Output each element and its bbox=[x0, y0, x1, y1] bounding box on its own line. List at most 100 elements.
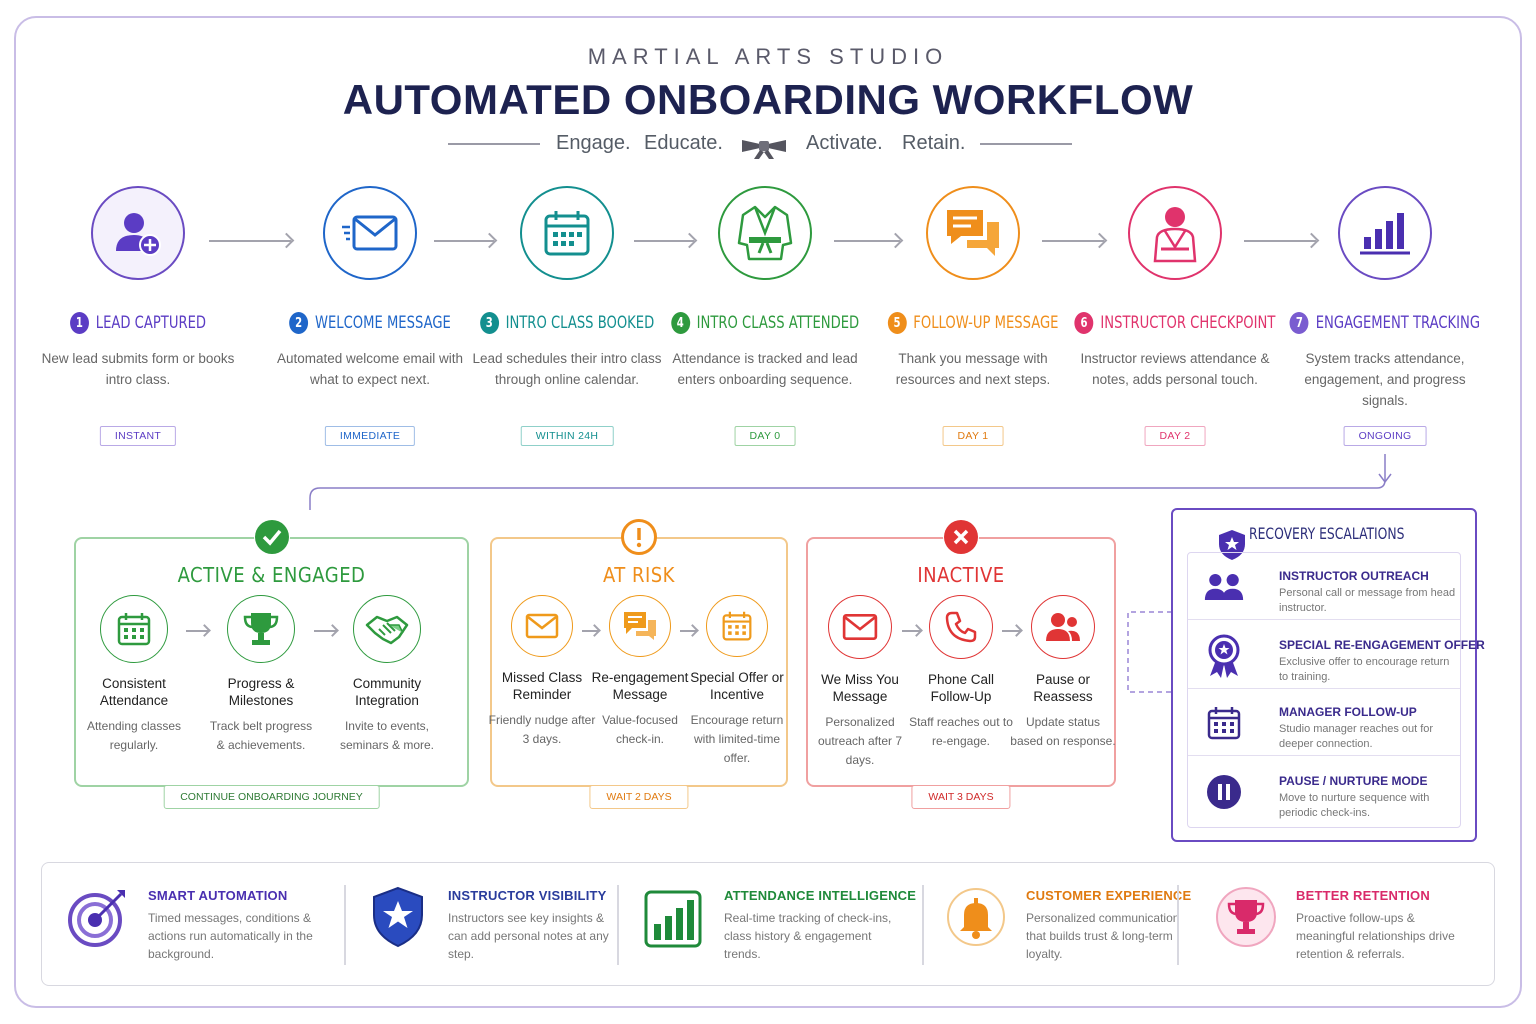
gi-uniform-icon bbox=[718, 186, 812, 280]
benefit-instructor-visibility: INSTRUCTOR VISIBILITY Instructors see ke… bbox=[342, 863, 622, 987]
recovery-item-pause-nurture[interactable]: PAUSE / NURTURE MODE Move to nurture seq… bbox=[1188, 758, 1460, 825]
benefit-title: CUSTOMER EXPERIENCE bbox=[1026, 888, 1192, 903]
envelope-icon bbox=[828, 595, 892, 659]
step-title-text: WELCOME MESSAGE bbox=[314, 313, 451, 333]
flow-arrow bbox=[1002, 630, 1020, 632]
step-title-text: INTRO CLASS ATTENDED bbox=[696, 313, 860, 333]
substep-title: Pause or Reassess bbox=[1033, 672, 1093, 704]
envelope-icon bbox=[323, 186, 417, 280]
calendar-icon bbox=[1204, 703, 1244, 743]
page-title: AUTOMATED ONBOARDING WORKFLOW bbox=[342, 76, 1194, 123]
tagline-rule-left bbox=[448, 143, 540, 145]
divider bbox=[1177, 885, 1179, 965]
benefit-desc: Timed messages, conditions & actions run… bbox=[148, 911, 313, 961]
substep-title: Missed Class Reminder bbox=[501, 670, 583, 702]
benefit-title: BETTER RETENTION bbox=[1296, 888, 1430, 903]
divider bbox=[922, 885, 924, 965]
recovery-item-special-offer[interactable]: SPECIAL RE-ENGAGEMENT OFFER Exclusive of… bbox=[1188, 622, 1485, 689]
substep: Re-engagement Message Value-focused chec… bbox=[585, 595, 695, 749]
warning-icon bbox=[621, 519, 657, 555]
studio-eyebrow: MARTIAL ARTS STUDIO bbox=[587, 44, 949, 69]
envelope-icon bbox=[511, 595, 573, 657]
step-number: 5 bbox=[887, 312, 907, 334]
divider bbox=[344, 885, 346, 965]
benefit-desc: Proactive follow-ups & meaningful relati… bbox=[1296, 911, 1455, 961]
pause-icon bbox=[1204, 772, 1244, 812]
recovery-item-title: SPECIAL RE-ENGAGEMENT OFFER bbox=[1279, 638, 1485, 652]
flow-arrow bbox=[834, 240, 900, 242]
substep-title: Phone Call Follow-Up bbox=[927, 672, 995, 704]
calendar-icon bbox=[520, 186, 614, 280]
flow-arrow bbox=[209, 240, 291, 242]
benefits-strip: SMART AUTOMATION Timed messages, conditi… bbox=[41, 862, 1495, 986]
substep-desc: Encourage return with limited-time offer… bbox=[690, 713, 784, 765]
return-connector bbox=[309, 454, 1392, 510]
status-title: INACTIVE bbox=[917, 563, 1005, 587]
step-number: 2 bbox=[289, 312, 309, 334]
substep-desc: Friendly nudge after 3 days. bbox=[488, 713, 596, 746]
step-number: 3 bbox=[479, 312, 499, 334]
page-frame bbox=[14, 16, 1522, 1008]
recovery-item-title: MANAGER FOLLOW-UP bbox=[1279, 705, 1417, 719]
instructor-icon bbox=[1128, 186, 1222, 280]
recovery-connector bbox=[1127, 611, 1172, 693]
status-at-risk: AT RISK Missed Class Reminder Friendly n… bbox=[487, 519, 788, 809]
tagline-word-2: Educate. bbox=[644, 132, 723, 154]
timing-badge: DAY 2 bbox=[1144, 426, 1206, 446]
flow-arrow bbox=[582, 630, 598, 632]
flow-arrow bbox=[634, 240, 694, 242]
step-title-text: LEAD CAPTURED bbox=[95, 313, 207, 333]
status-active-engaged: ACTIVE & ENGAGED Consistent Attendance A… bbox=[74, 519, 469, 809]
step-title-text: ENGAGEMENT TRACKING bbox=[1315, 313, 1481, 333]
trophy-icon bbox=[1214, 885, 1278, 949]
substep: Special Offer or Incentive Encourage ret… bbox=[682, 595, 792, 768]
phone-icon bbox=[929, 595, 993, 659]
substep-title: Progress & Milestones bbox=[227, 676, 295, 708]
benefit-desc: Personalized communication that builds t… bbox=[1026, 911, 1180, 961]
substep: Missed Class Reminder Friendly nudge aft… bbox=[487, 595, 597, 749]
substep-title: Community Integration bbox=[352, 676, 422, 708]
substep-title: Consistent Attendance bbox=[99, 676, 169, 708]
bar-chart-icon bbox=[642, 885, 706, 949]
target-icon bbox=[66, 885, 130, 949]
substep: Consistent Attendance Attending classes … bbox=[79, 595, 189, 755]
step-desc: System tracks attendance, engagement, an… bbox=[1304, 351, 1466, 408]
step-desc: Thank you message with resources and nex… bbox=[895, 351, 1051, 387]
step-number: 1 bbox=[69, 312, 89, 334]
recovery-item-desc: Studio manager reaches out for deeper co… bbox=[1279, 723, 1434, 750]
substep: Pause or Reassess Update status based on… bbox=[1008, 595, 1118, 751]
substep: Phone Call Follow-Up Staff reaches out t… bbox=[906, 595, 1016, 751]
x-circle-icon bbox=[943, 519, 979, 555]
flow-arrow bbox=[186, 630, 208, 632]
flow-arrow bbox=[1244, 240, 1316, 242]
recovery-item-instructor-outreach[interactable]: INSTRUCTOR OUTREACH Personal call or mes… bbox=[1188, 553, 1460, 620]
substep-desc: Attending classes regularly. bbox=[86, 719, 182, 752]
recovery-title: RECOVERY ESCALATIONS bbox=[1249, 524, 1405, 543]
user-plus-icon bbox=[91, 186, 185, 280]
step-desc: Lead schedules their intro class through… bbox=[472, 351, 662, 387]
tagline-word-1: Engage. bbox=[556, 132, 631, 154]
check-circle-icon bbox=[253, 519, 290, 555]
calendar-icon bbox=[706, 595, 768, 657]
step-number: 4 bbox=[670, 312, 690, 334]
status-title: ACTIVE & ENGAGED bbox=[177, 563, 366, 587]
substep-desc: Track belt progress & achievements. bbox=[209, 719, 313, 752]
substep: Community Integration Invite to events, … bbox=[332, 595, 442, 755]
timing-badge: IMMEDIATE bbox=[324, 426, 416, 446]
divider bbox=[617, 885, 619, 965]
award-ribbon-icon bbox=[1204, 634, 1244, 678]
substep-desc: Value-focused check-in. bbox=[602, 713, 678, 746]
recovery-item-manager-follow-up[interactable]: MANAGER FOLLOW-UP Studio manager reaches… bbox=[1188, 689, 1460, 756]
status-footer-tag: WAIT 3 DAYS bbox=[911, 785, 1011, 809]
substep-title: Re-engagement Message bbox=[591, 670, 689, 702]
benefit-desc: Instructors see key insights & can add p… bbox=[448, 911, 609, 961]
